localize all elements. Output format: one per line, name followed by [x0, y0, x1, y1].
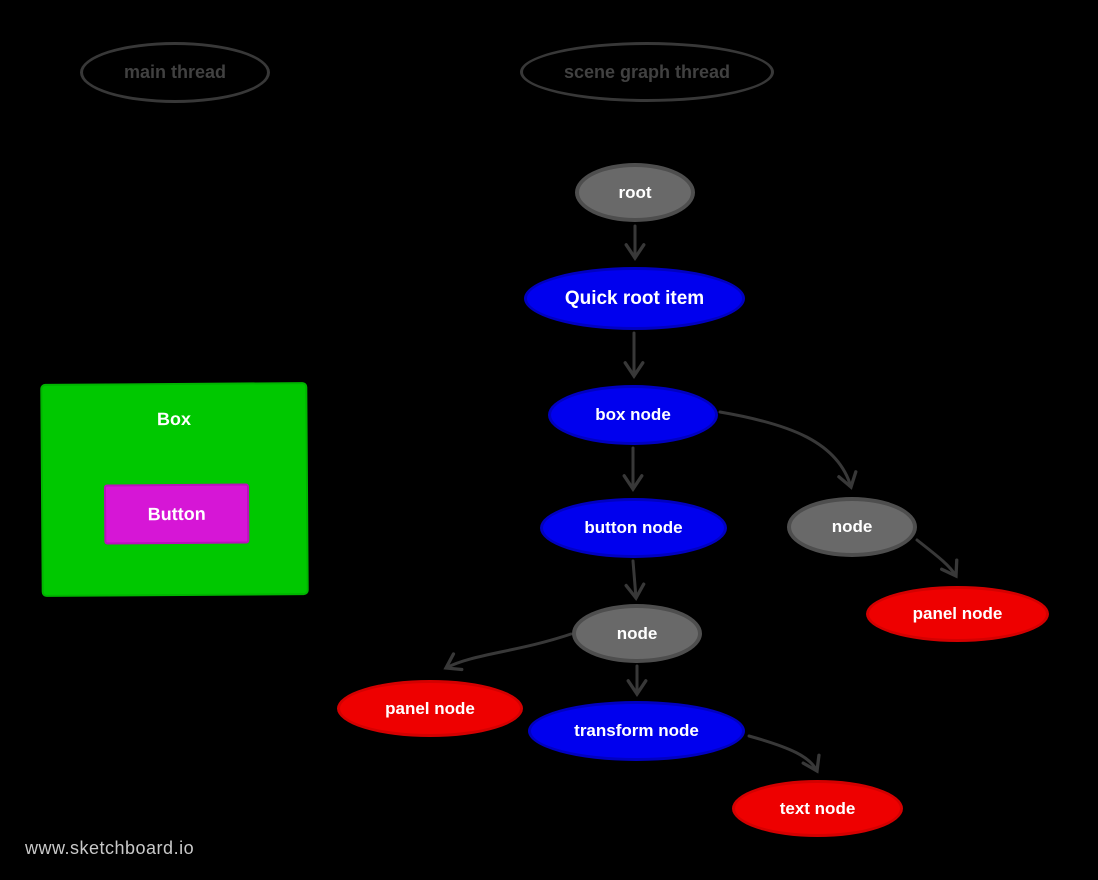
node-text-node-label: text node	[779, 798, 856, 818]
node-right: node	[787, 497, 917, 557]
node-quick-root-item: Quick root item	[524, 267, 745, 330]
scene-graph-thread-ellipse: scene graph thread	[520, 42, 774, 102]
main-thread-ellipse: main thread	[80, 42, 270, 103]
button-label: Button	[147, 503, 206, 524]
edge-box-node-to-node-right	[718, 410, 858, 490]
node-center-label: node	[616, 623, 658, 643]
button-shape: Button	[103, 483, 250, 545]
edge-button-node-to-node-center	[624, 559, 646, 601]
sketchboard-watermark: www.sketchboard.io	[25, 838, 195, 858]
node-panel-node-right-label: panel node	[912, 604, 1003, 623]
main-thread-label: main thread	[123, 62, 227, 82]
node-panel-node-right: panel node	[866, 586, 1049, 642]
node-box-node: box node	[548, 385, 718, 445]
node-root: root	[575, 163, 695, 222]
node-text-node: text node	[732, 780, 903, 837]
node-root-label: root	[618, 182, 652, 202]
edge-node-center-to-panel-node-left	[443, 632, 573, 672]
box-shape: Box Button	[40, 382, 309, 597]
node-button-node-label: button node	[584, 518, 683, 537]
edge-node-right-to-panel-node-right	[915, 538, 959, 579]
box-label: Box	[156, 408, 192, 430]
node-right-label: node	[831, 517, 873, 536]
node-transform-node-label: transform node	[574, 721, 699, 740]
scene-graph-thread-label: scene graph thread	[563, 61, 731, 82]
edge-transform-node-to-text-node	[747, 734, 821, 774]
node-button-node: button node	[540, 498, 727, 558]
node-panel-node-left-label: panel node	[385, 698, 475, 718]
node-panel-node-left: panel node	[337, 680, 523, 737]
node-quick-root-item-label: Quick root item	[564, 287, 705, 309]
node-center: node	[572, 604, 702, 663]
node-box-node-label: box node	[595, 405, 671, 424]
node-transform-node: transform node	[528, 701, 745, 761]
